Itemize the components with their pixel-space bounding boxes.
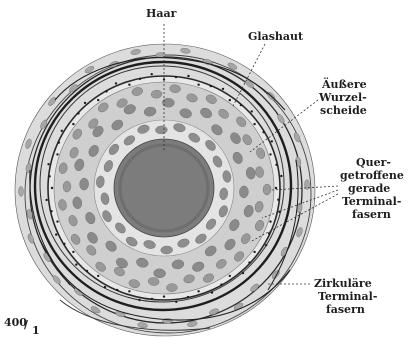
cross-cut-fiber [175,76,177,78]
cross-cut-fiber [151,298,153,300]
label-quer-line5: fasern [352,209,391,221]
hair-shaft [114,139,214,237]
cross-cut-fiber [187,75,189,77]
cross-cut-fiber [51,187,53,189]
cross-cut-fiber [86,270,88,272]
cross-cut-fiber [197,290,199,292]
cross-cut-fiber [268,232,270,234]
cross-cut-fiber [248,261,250,263]
label-quer-line3: gerade [348,183,390,195]
cross-cut-fiber [229,99,231,101]
cross-cut-fiber [253,123,255,125]
label-aeussere-line3: scheide [320,105,367,117]
cross-cut-fiber [48,175,50,177]
cross-cut-fiber [151,73,153,75]
cross-cut-fiber [265,244,267,246]
cross-cut-fiber [275,187,277,189]
cross-cut-fiber [271,140,273,142]
cross-cut-fiber [97,275,99,277]
cross-cut-fiber [269,153,271,155]
cross-cut-fiber [56,220,58,222]
cross-cut-fiber [55,233,57,235]
sheath-cell [263,184,271,195]
label-zirk-line2: Terminal- [318,291,377,303]
cross-cut-fiber [280,175,282,177]
label-quer-line4: Terminal- [342,196,401,208]
cross-cut-fiber [50,210,52,212]
cross-cut-fiber [275,164,277,166]
cross-cut-fiber [115,82,117,84]
cross-cut-fiber [220,283,222,285]
cross-cut-fiber [77,112,79,114]
cross-cut-fiber [262,131,264,133]
cross-cut-fiber [61,130,63,132]
cross-cut-fiber [58,141,60,143]
label-aeussere-line1: Äußere [322,79,367,91]
cross-cut-fiber [197,84,199,86]
label-haar: Haar [146,8,176,20]
cross-cut-fiber [163,295,165,297]
sheath-cell [18,186,23,196]
cross-cut-fiber [211,291,213,293]
label-quer-line2: getroffene [340,170,404,182]
cross-cut-fiber [72,251,74,253]
label-quer-line1: Quer- [356,157,391,169]
magnification-denominator: 1 [32,324,40,337]
magnification-slash: / [24,318,28,331]
cross-cut-fiber [128,290,130,292]
cross-cut-fiber [269,220,271,222]
cross-cut-fiber [116,289,118,291]
label-zirk-line3: fasern [326,304,365,316]
label-aeussere-line2: Wurzel- [319,92,367,104]
cross-cut-fiber [97,99,99,101]
cross-cut-fiber [242,272,244,274]
cross-cut-fiber [229,275,231,277]
label-glashaut: Glashaut [248,31,303,43]
cross-cut-fiber [139,78,141,80]
cross-cut-fiber [45,199,47,201]
cross-cut-fiber [104,286,106,288]
cross-cut-fiber [47,163,49,165]
cross-cut-fiber [251,110,253,112]
cross-cut-fiber [253,251,255,253]
cross-cut-fiber [72,123,74,125]
cross-cut-fiber [138,299,140,301]
cross-cut-fiber [105,90,107,92]
cross-cut-fiber [56,153,58,155]
cross-cut-fiber [175,301,177,303]
cross-cut-fiber [128,84,130,86]
cross-cut-fiber [277,199,279,201]
sheath-cell [63,181,71,192]
cross-cut-fiber [222,88,224,90]
cross-cut-fiber [75,263,77,265]
cross-cut-fiber [84,102,86,104]
label-zirk-line1: Zirkuläre [314,278,372,290]
cross-cut-fiber [63,243,65,245]
cross-cut-fiber [187,296,189,298]
cross-cut-fiber [210,85,212,87]
cross-cut-fiber [240,104,242,106]
